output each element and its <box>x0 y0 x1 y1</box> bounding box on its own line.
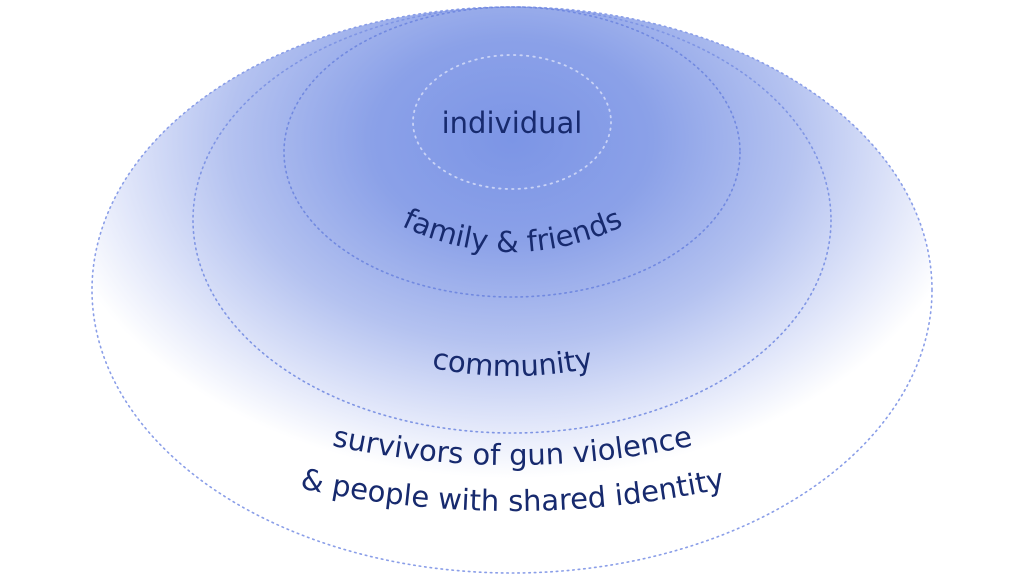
individual-ring-border <box>412 54 612 190</box>
outer-ring-fill <box>92 7 932 573</box>
community-ring-border <box>192 6 832 434</box>
family-ring-border <box>283 6 741 298</box>
individual-label: individual <box>442 106 583 140</box>
